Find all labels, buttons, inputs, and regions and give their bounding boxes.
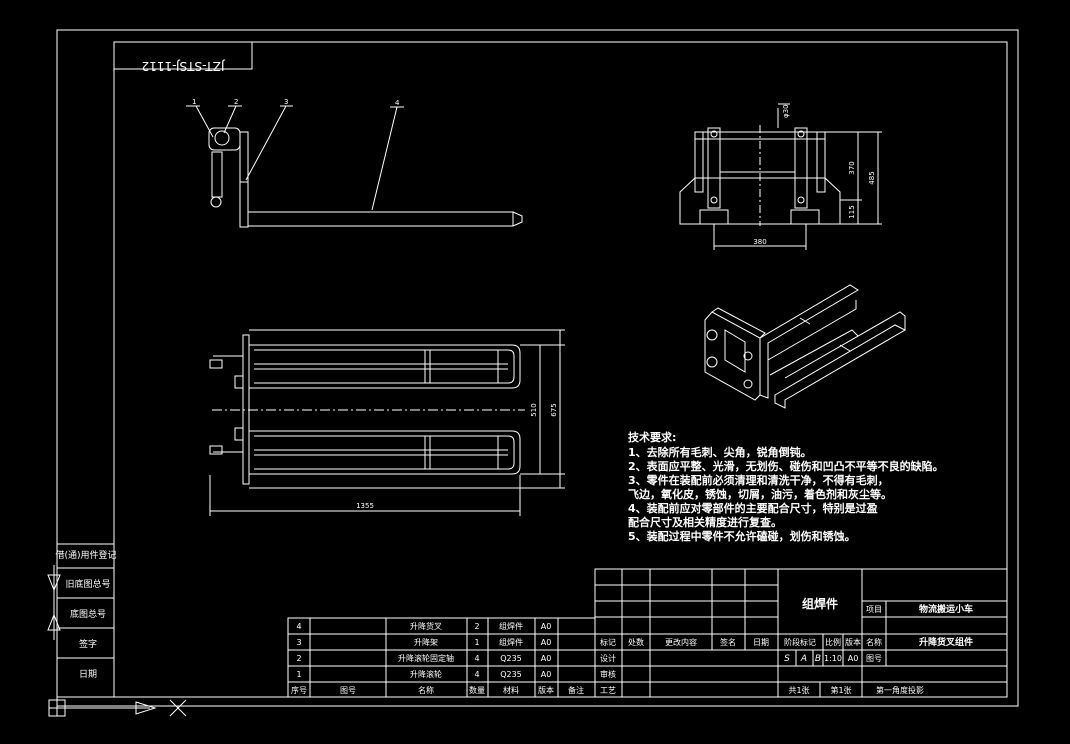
bom-material: 组焊件 [499, 621, 523, 631]
side-view: 1 2 3 4 [186, 98, 523, 228]
dim-pin-dia: φ30 [782, 104, 790, 118]
side-label-base: 底图总号 [70, 608, 106, 620]
bom-name: 升降货叉 [410, 621, 442, 631]
project-label: 项目 [866, 605, 882, 614]
name-value: 升降货叉组件 [919, 636, 973, 648]
plan-view: 1355 510 675 [209, 329, 565, 516]
leader-4: 4 [395, 99, 400, 107]
dim-plan-width-inner: 510 [530, 403, 538, 416]
rev-header-count: 处数 [628, 637, 644, 647]
tech-notes-title: 技术要求: [628, 430, 676, 444]
scale-label: 比例 [825, 637, 841, 647]
tech-note-4: 飞边，氧化皮，锈蚀，切屑，油污，着色剂和灰尘等。 [628, 487, 892, 501]
bom-table: 4 升降货叉 2 组焊件 A0 3 升降架 1 组焊件 A0 2 升降滚轮固定轴… [287, 617, 596, 698]
bom-header-note: 备注 [568, 685, 584, 695]
drawing-code: JZT-STSJ-1112 [142, 59, 226, 73]
role-review: 审核 [600, 669, 616, 679]
bom-header-ver: 版本 [538, 685, 554, 695]
name-label: 名称 [866, 637, 882, 647]
rev-header-mark: 标记 [600, 637, 616, 647]
bom-name: 升降架 [414, 637, 438, 647]
side-strip: 借(通)用件登记 旧底图总号 底图总号 签字 日期 [47, 543, 117, 698]
tech-note-2: 2、表面应平整、光滑，无划伤、碰伤和凹凸不平等不良的缺陷。 [628, 459, 944, 473]
bom-row: 2 升降滚轮固定轴 4 Q235 A0 [296, 653, 551, 663]
stage-mark-b: B [815, 654, 821, 664]
bom-row: 4 升降货叉 2 组焊件 A0 [296, 621, 551, 631]
bom-name: 升降滚轮固定轴 [398, 653, 454, 663]
side-label-date: 日期 [79, 669, 97, 680]
stage-mark-a: A [800, 654, 807, 664]
version-label: 版本 [845, 637, 861, 647]
sheet-number: 第1张 [830, 685, 851, 695]
stage-label: 阶段标记 [784, 637, 816, 647]
bom-qty: 2 [474, 622, 479, 631]
bom-material: Q235 [500, 670, 522, 679]
role-design: 设计 [600, 653, 616, 663]
bom-header-name: 名称 [418, 685, 434, 695]
leader-1: 1 [192, 98, 196, 106]
bom-ver: A0 [541, 638, 552, 647]
rev-header-content: 更改内容 [665, 637, 697, 647]
side-label-sign: 签字 [79, 638, 97, 650]
project-value: 物流搬运小车 [919, 603, 973, 615]
bom-header-material: 材料 [503, 685, 519, 695]
dim-height-total: 485 [868, 171, 876, 184]
bom-no: 2 [296, 654, 301, 663]
bom-material: Q235 [500, 654, 522, 663]
title-block: 标记 处数 更改内容 签名 日期 设计 审核 工艺 组焊件 阶段标记 比例 版本… [594, 568, 1008, 698]
bom-ver: A0 [541, 622, 552, 631]
tech-note-5: 4、装配前应对零部件的主要配合尺寸，特别是过盈 [628, 501, 878, 515]
tech-note-1: 1、去除所有毛刺、尖角，锐角倒钝。 [628, 445, 812, 459]
bom-ver: A0 [541, 670, 552, 679]
drawing-code-box: JZT-STSJ-1112 [113, 41, 253, 73]
dim-plan-length: 1355 [356, 502, 374, 510]
isometric-view [704, 284, 907, 409]
version-value: A0 [848, 654, 859, 663]
role-process: 工艺 [600, 686, 616, 695]
bom-no: 3 [296, 638, 301, 647]
bom-qty: 1 [474, 638, 479, 647]
bom-header-qty: 数量 [469, 685, 485, 695]
leader-3: 3 [284, 98, 288, 106]
bom-header-code: 图号 [340, 686, 356, 695]
rev-header-date: 日期 [753, 638, 769, 647]
bom-no: 1 [296, 670, 301, 679]
stage-mark-s: S [784, 654, 790, 664]
side-label-old-base: 旧底图总号 [65, 578, 110, 590]
rev-header-sign: 签名 [720, 637, 736, 647]
bom-qty: 4 [474, 670, 479, 679]
bom-qty: 4 [474, 654, 479, 663]
tech-note-3: 3、零件在装配前必须清理和清洗干净，不得有毛刺， [628, 473, 889, 487]
front-view: φ30 380 485 370 115 [679, 103, 882, 250]
drawing-no-label: 图号 [866, 654, 882, 663]
bom-no: 4 [296, 622, 301, 631]
tech-note-6: 配合尺寸及相关精度进行复查。 [628, 515, 782, 529]
bom-header-no: 序号 [291, 685, 307, 695]
side-label-borrow: 借(通)用件登记 [55, 549, 116, 561]
projection-label: 第一角度投影 [876, 685, 924, 695]
dim-height-upper: 370 [848, 161, 856, 174]
bom-material: 组焊件 [499, 637, 523, 647]
sheets-total: 共1张 [788, 686, 809, 695]
outer-frame [56, 29, 1019, 707]
dim-top-width: 380 [753, 238, 766, 246]
bom-row: 3 升降架 1 组焊件 A0 [296, 637, 551, 647]
bom-name: 升降滚轮 [410, 669, 442, 679]
weldment-label: 组焊件 [802, 596, 838, 611]
tech-note-7: 5、装配过程中零件不允许磕碰，划伤和锈蚀。 [628, 529, 856, 543]
bom-ver: A0 [541, 654, 552, 663]
tech-notes: 技术要求: 1、去除所有毛刺、尖角，锐角倒钝。 2、表面应平整、光滑，无划伤、碰… [628, 430, 944, 543]
dim-plan-width-outer: 675 [550, 403, 558, 416]
ucs-icon [48, 699, 187, 717]
dim-height-lower: 115 [848, 205, 856, 218]
scale-value: 1:10 [824, 654, 842, 663]
bom-row: 1 升降滚轮 4 Q235 A0 [296, 669, 551, 679]
leader-2: 2 [234, 98, 238, 106]
